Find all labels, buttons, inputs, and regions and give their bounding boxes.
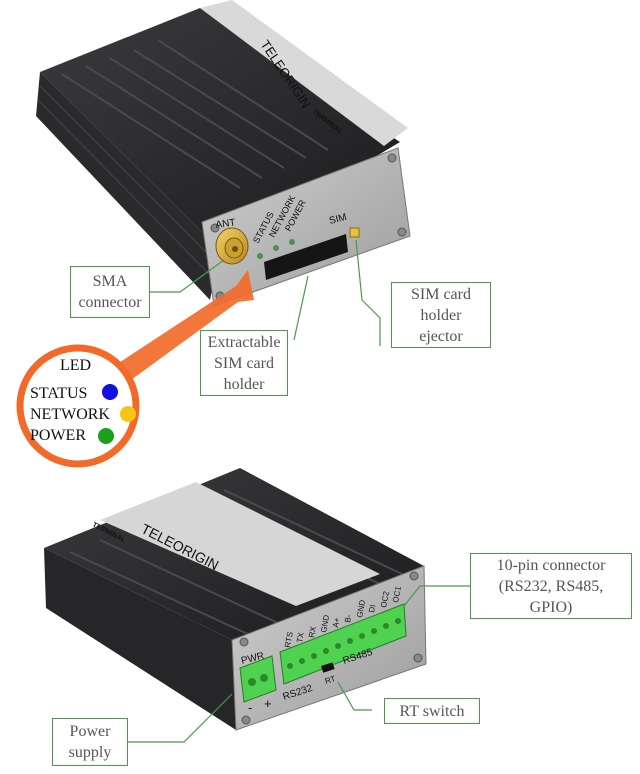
svg-text:GND: GND <box>355 599 367 618</box>
bottom-device-label-strip <box>100 482 380 606</box>
pin-labels: RTS TX RX GND A+ B- GND DI OC2 OC1 <box>283 585 403 648</box>
svg-text:GND: GND <box>319 614 331 633</box>
top-device-faceplate <box>201 147 411 307</box>
svg-text:RX: RX <box>307 625 318 638</box>
top-device-ridges <box>61 39 329 189</box>
led-legend-status: STATUS <box>30 385 88 402</box>
sma-connector-icon <box>215 227 249 265</box>
svg-text:A+: A+ <box>331 617 342 629</box>
zoom-arrow <box>108 270 254 388</box>
screw <box>241 715 251 725</box>
screw <box>387 153 397 163</box>
top-device: TELEORIGIN TERMINAL ANT STATUS NETWORK <box>36 0 411 307</box>
svg-text:OC1: OC1 <box>391 585 403 603</box>
power-supply-leader <box>128 693 233 743</box>
minus-label: - <box>248 700 252 715</box>
ten-pin-connector-callout: 10-pin connector (RS232, RS485, GPIO) <box>470 553 632 619</box>
rt-switch-leader <box>337 681 372 711</box>
plus-label: + <box>264 696 272 711</box>
led-legend-title: LED <box>60 357 92 374</box>
network-led-icon <box>273 245 279 251</box>
svg-text:TX: TX <box>295 631 306 643</box>
sim-label: SIM <box>328 212 348 227</box>
sma-connector-callout: SMA connector <box>70 266 150 318</box>
screw <box>413 653 423 663</box>
sim-holder-callout: Extractable SIM card holder <box>200 330 288 396</box>
legend-status-dot <box>102 384 118 400</box>
screw <box>397 227 407 237</box>
sim-holder-leader <box>293 275 309 341</box>
sim-slot <box>264 234 348 280</box>
power-led-icon <box>289 239 295 245</box>
bottom-device-side <box>44 548 236 730</box>
pwr-label: PWR <box>240 651 265 667</box>
legend-power-dot <box>98 428 114 444</box>
legend-network-dot <box>120 406 136 422</box>
power-supply-callout: Power supply <box>52 718 128 766</box>
rt-label: RT <box>324 674 337 686</box>
sim-ejector-callout: SIM card holder ejector <box>391 282 491 348</box>
rt-switch-callout: RT switch <box>384 698 480 724</box>
status-led-icon <box>257 253 263 259</box>
ten-pin-terminal <box>279 603 407 685</box>
screw <box>210 223 220 233</box>
power-terminal <box>239 655 277 703</box>
svg-text:DI: DI <box>367 604 377 613</box>
led-legend-power: POWER <box>30 427 86 444</box>
screw <box>409 571 419 581</box>
callout-leaders <box>128 239 470 743</box>
ant-label: ANT <box>215 217 236 231</box>
screw <box>239 637 249 647</box>
sma-leader <box>150 259 225 293</box>
top-device-label-strip <box>200 0 408 146</box>
svg-text:B-: B- <box>343 614 353 624</box>
sim-ejector-leader <box>355 239 381 346</box>
bottom-device: TELEORIGIN TERMINAL PWR - + RS232 RT RS4… <box>44 468 427 731</box>
ten-pin-leader <box>403 585 470 607</box>
led-legend-network: NETWORK <box>30 406 110 423</box>
sim-ejector-button <box>349 227 360 238</box>
terminal-screws <box>287 618 401 669</box>
svg-text:RTS: RTS <box>283 631 295 648</box>
rt-switch <box>321 662 335 673</box>
svg-text:OC2: OC2 <box>379 590 391 608</box>
